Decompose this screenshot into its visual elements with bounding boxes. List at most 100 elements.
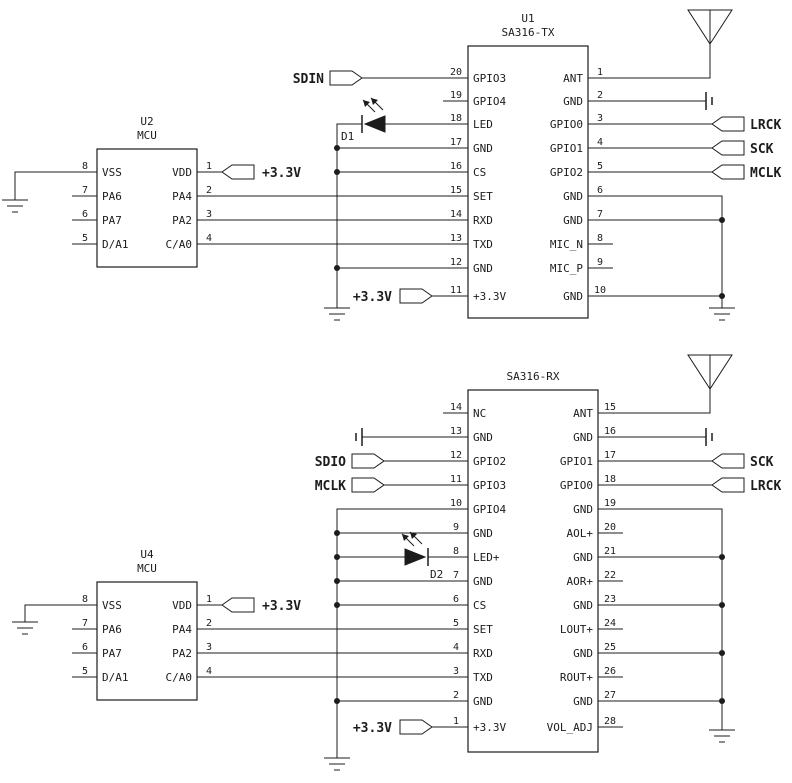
pin-name: GPIO4 [473,503,506,516]
pin-number: 5 [453,618,459,629]
ground-icon [324,757,350,771]
pin-name: RXD [473,647,493,660]
ground-icon [12,621,38,635]
junction-dot [334,554,340,560]
pin-number: 14 [450,209,462,220]
pin-name: GND [473,575,493,588]
pin-number: 3 [206,642,212,653]
ic-part-name: MCU [137,562,157,575]
net-flag-icon [711,164,745,180]
power-flag-icon [399,719,433,735]
pin-name: VSS [102,166,122,179]
pin-number: 13 [450,233,462,244]
led-icon: D1 [341,97,386,143]
power-flag-icon [221,164,255,180]
ground-icon [2,199,28,213]
ground-icon [709,307,735,321]
pin-name: MIC_N [550,238,583,251]
wire [336,508,443,758]
pin-number: 12 [450,450,462,461]
pin-number: 5 [597,161,603,172]
pin-name: D/A1 [102,238,129,251]
net-label: SCK [750,142,774,157]
pin-name: PA4 [172,190,192,203]
net-label: MCLK [750,166,781,181]
pin-name: GND [563,95,583,108]
ic-part-name: SA316-RX [507,370,560,383]
wire [14,171,72,200]
net-label: LRCK [750,479,781,494]
pin-number: 23 [604,594,616,605]
pin-name: LED [473,118,493,131]
led-arrowhead [402,534,409,541]
pin-number: 26 [604,666,616,677]
pin-name: GND [473,527,493,540]
pin-name: GPIO2 [473,455,506,468]
net-flag-icon [351,477,385,493]
pin-name: AOR+ [567,575,594,588]
net-label: MCLK [315,479,346,494]
pin-number: 8 [82,594,88,605]
power-flag-icon [399,288,433,304]
pin-number: 8 [597,233,603,244]
pin-number: 3 [453,666,459,677]
led-arrowhead [363,100,370,107]
pin-name: GND [473,142,493,155]
ic-ref: U2 [140,115,153,128]
pin-number: 4 [597,137,603,148]
pin-number: 28 [604,716,616,727]
pin-number: 19 [450,90,462,101]
pin-name: GPIO1 [550,142,583,155]
pin-name: LOUT+ [560,623,593,636]
junction-dot [719,293,725,299]
pin-name: PA2 [172,214,192,227]
pin-name: GND [573,647,593,660]
pin-name: SET [473,190,493,203]
pin-name: GND [473,695,493,708]
pin-number: 1 [597,67,603,78]
pin-number: 3 [597,113,603,124]
net-flag-icon [711,477,745,493]
power-label: +3.3V [353,290,392,305]
pin-name: GND [573,431,593,444]
pin-name: GND [573,695,593,708]
led-arrowhead [371,98,378,105]
pin-number: 2 [206,185,212,196]
pin-name: VDD [172,599,192,612]
junction-dot [334,265,340,271]
pin-number: 7 [82,618,88,629]
ground-icon [324,307,350,321]
pin-number: 8 [453,546,459,557]
pin-name: RXD [473,214,493,227]
pin-number: 10 [450,498,462,509]
pin-number: 6 [82,209,88,220]
ic-u4-body [96,581,198,701]
ic-u2-body [96,148,198,268]
pin-name: GPIO3 [473,479,506,492]
pin-name: AOL+ [567,527,594,540]
pin-number: 6 [597,185,603,196]
junction-dot [719,217,725,223]
junction-dot [334,169,340,175]
led-icon: D2 [401,531,443,581]
pin-number: 2 [453,690,459,701]
antenna-icon [687,354,733,390]
pin-number: 15 [450,185,462,196]
junction-dot [334,530,340,536]
pin-name: ANT [573,407,593,420]
pin-number: 22 [604,570,616,581]
pin-number: 3 [206,209,212,220]
led-arrowhead [410,532,417,539]
ic-u1-body [467,45,589,319]
pin-number: 7 [597,209,603,220]
ic-part-name: MCU [137,129,157,142]
pin-number: 5 [82,666,88,677]
pin-name: GND [563,190,583,203]
pin-name: GND [563,290,583,303]
ground-icon [709,729,735,743]
pin-number: 15 [604,402,616,413]
pin-number: 10 [594,285,606,296]
